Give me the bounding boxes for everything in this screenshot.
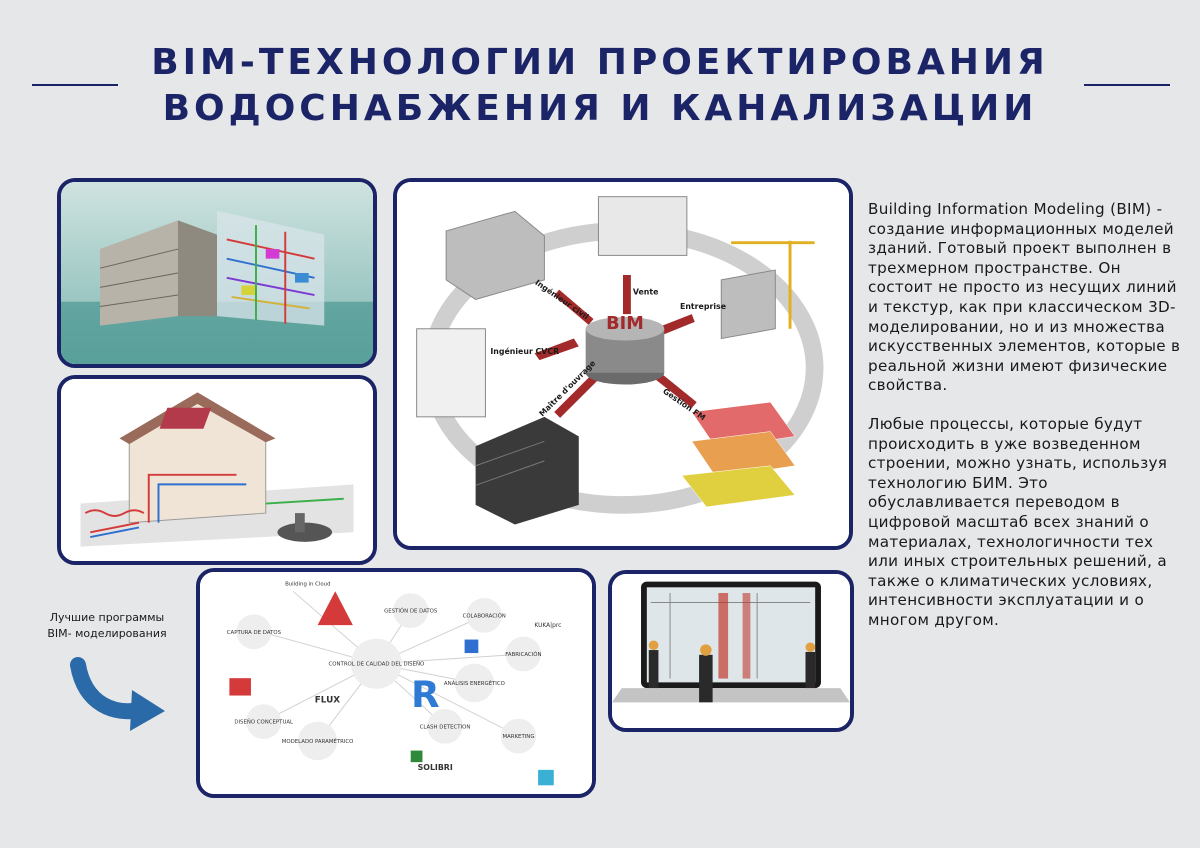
bim-arrow-label-cvcr: Ingénieur CVCR	[490, 346, 559, 356]
software-caption-line-2: BIM- моделирования	[47, 627, 167, 640]
software-node-clash: CLASH DETECTION	[420, 724, 471, 730]
software-caption: Лучшие программы BIM- моделирования	[22, 610, 192, 642]
title-rule-left	[32, 84, 118, 86]
laptop-engineers-illustration	[612, 574, 850, 728]
bim-description: Building Information Modeling (BIM) - со…	[868, 200, 1188, 649]
software-node-analisis: ANÁLISIS ENERGÉTICO	[444, 679, 505, 687]
building-mep-image	[57, 178, 377, 368]
page-title: BIM-ТЕХНОЛОГИИ ПРОЕКТИРОВАНИЯ ВОДОСНАБЖЕ…	[120, 40, 1080, 132]
bim-arrow-label-entreprise: Entreprise	[680, 302, 726, 311]
title-line-2: ВОДОСНАБЖЕНИЯ И КАНАЛИЗАЦИИ	[162, 88, 1038, 129]
description-paragraph-1: Building Information Modeling (BIM) - со…	[868, 200, 1181, 395]
software-node-control: CONTROL DE CALIDAD DEL DISEÑO	[329, 661, 425, 668]
revit-logo-icon: R	[411, 673, 440, 716]
software-node-fabricacion: FABRICACIÓN	[505, 651, 541, 658]
software-node-marketing: MARKETING	[503, 734, 535, 740]
outlook-logo-icon	[464, 639, 479, 654]
building-mep-illustration	[61, 182, 373, 364]
software-node-colaboracion: COLABORACIÓN	[463, 612, 506, 619]
title-line-1: BIM-ТЕХНОЛОГИИ ПРОЕКТИРОВАНИЯ	[151, 42, 1049, 83]
software-caption-line-1: Лучшие программы	[49, 611, 165, 624]
bim-center-label: BIM	[606, 314, 644, 334]
software-node-gestion: GESTIÓN DE DATOS	[384, 608, 438, 615]
house-plumbing-image	[57, 375, 377, 565]
software-node-modelado: MODELADO PARAMÉTRICO	[282, 737, 354, 745]
title-rule-right	[1084, 84, 1170, 86]
autocad-logo-icon	[317, 591, 353, 626]
software-logo-solibri: SOLIBRI	[418, 763, 453, 772]
bim-software-map-image: Building in Cloud GESTIÓN DE DATOS COLAB…	[196, 568, 596, 798]
navisworks-logo-icon	[410, 750, 423, 763]
description-paragraph-2: Любые процессы, которые будут происходит…	[868, 414, 1168, 629]
sketchup-logo-icon	[229, 678, 251, 696]
software-node-building-in-cloud: Building in Cloud	[285, 582, 330, 588]
bim-software-mindmap: Building in Cloud GESTIÓN DE DATOS COLAB…	[200, 572, 592, 794]
software-logo-flux: FLUX	[315, 695, 341, 705]
bim-cycle-diagram: BIM Ingénieur CVCR Ingénieur civil Vente…	[397, 182, 849, 546]
curved-arrow-icon	[70, 657, 165, 731]
house-plumbing-illustration	[61, 379, 373, 561]
laptop-engineers-image	[608, 570, 854, 732]
software-node-diseno: DISEÑO CONCEPTUAL	[234, 719, 293, 726]
software-logo-kuka: KUKA|prc	[534, 623, 561, 629]
bim-arrow-label-vente: Vente	[633, 288, 659, 297]
bim-cycle-image: BIM Ingénieur CVCR Ingénieur civil Vente…	[393, 178, 853, 550]
software-node-captura: CAPTURA DE DATOS	[227, 630, 282, 636]
3dsmax-logo-icon	[538, 769, 554, 786]
